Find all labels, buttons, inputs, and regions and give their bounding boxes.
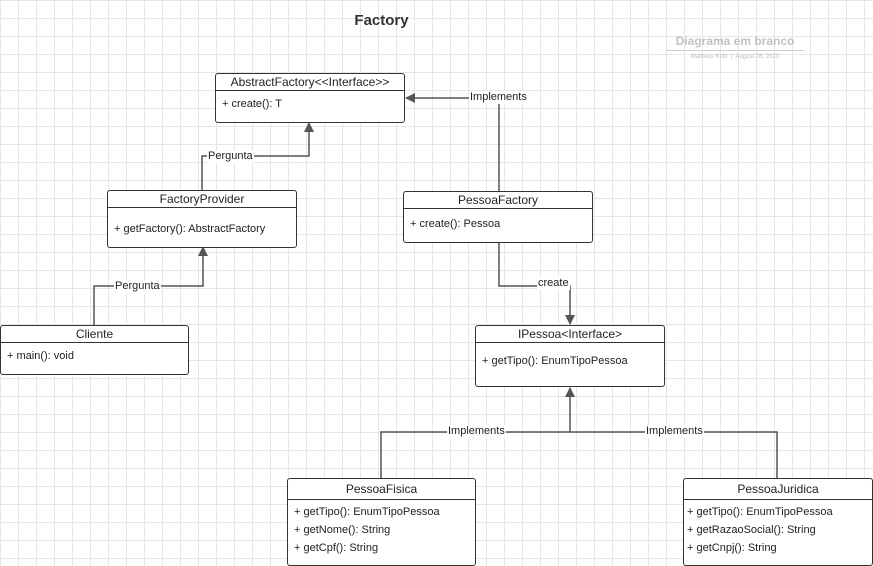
document-author: Matheus Kotti <box>690 54 728 60</box>
class-name: PessoaJuridica <box>684 479 872 500</box>
document-info: Diagrama em branco Matheus Kotti | Augus… <box>660 34 810 60</box>
class-member: + getCpf(): String <box>294 542 379 554</box>
class-pessoa-factory[interactable]: PessoaFactory + create(): Pessoa <box>403 191 593 243</box>
page-title: Factory <box>354 12 409 29</box>
label-juridica-implements: Implements <box>645 425 704 438</box>
document-date: August 28, 2023 <box>735 54 780 60</box>
class-name: PessoaFisica <box>288 479 475 500</box>
class-member: + create(): T <box>222 98 283 110</box>
class-cliente[interactable]: Cliente + main(): void <box>0 325 189 375</box>
class-member: + create(): Pessoa <box>410 218 501 230</box>
class-member: + getNome(): String <box>294 524 391 536</box>
connector-pessoafactory-implements[interactable] <box>405 93 500 191</box>
class-pessoa-fisica[interactable]: PessoaFisica + getTipo(): EnumTipoPessoa… <box>287 478 476 566</box>
connector-provider-pergunta[interactable] <box>201 122 314 191</box>
label-provider-pergunta: Pergunta <box>207 150 254 163</box>
document-meta: Matheus Kotti | August 28, 2023 <box>690 54 780 60</box>
label-pessoafactory-implements: Implements <box>469 91 528 104</box>
connector-factory-create[interactable] <box>498 243 575 325</box>
connector-juridica-implements[interactable] <box>570 431 778 478</box>
class-member: + getTipo(): EnumTipoPessoa <box>294 506 440 518</box>
class-member: + getCnpj(): String <box>687 542 777 554</box>
class-name: AbstractFactory<<Interface>> <box>216 74 404 91</box>
label-factory-create: create <box>537 277 570 290</box>
class-member: + getFactory(): AbstractFactory <box>114 223 266 235</box>
document-info-divider <box>666 50 804 51</box>
class-name: PessoaFactory <box>404 192 592 209</box>
class-member: + getTipo(): EnumTipoPessoa <box>482 355 628 367</box>
class-name: IPessoa<Interface> <box>476 326 664 343</box>
class-name: Cliente <box>1 326 188 343</box>
class-pessoa-juridica[interactable]: PessoaJuridica + getTipo(): EnumTipoPess… <box>683 478 873 566</box>
class-ipessoa[interactable]: IPessoa<Interface> + getTipo(): EnumTipo… <box>475 325 665 387</box>
class-abstract-factory[interactable]: AbstractFactory<<Interface>> + create():… <box>215 73 405 123</box>
class-member: + main(): void <box>7 350 74 362</box>
document-name[interactable]: Diagrama em branco <box>675 34 795 48</box>
label-cliente-pergunta: Pergunta <box>114 280 161 293</box>
class-factory-provider[interactable]: FactoryProvider + getFactory(): Abstract… <box>107 190 297 248</box>
class-member: + getRazaoSocial(): String <box>687 524 816 536</box>
class-member: + getTipo(): EnumTipoPessoa <box>687 506 833 518</box>
class-name: FactoryProvider <box>108 191 296 208</box>
label-fisica-implements: Implements <box>447 425 506 438</box>
